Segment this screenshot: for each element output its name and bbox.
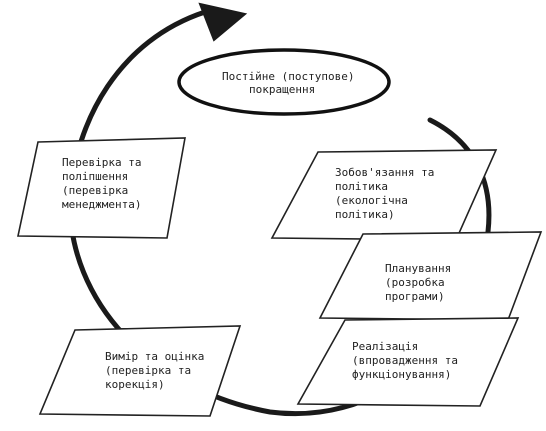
box-check-line1: Перевірка та <box>62 156 142 169</box>
box-commit-line2: політика <box>335 180 388 193</box>
box-check-line2: поліпшення <box>62 170 129 183</box>
box-implement-line2: (впровадження та <box>352 354 458 367</box>
box-commit-line4: політика) <box>335 208 395 221</box>
box-implement-line1: Реалізація <box>352 340 419 353</box>
box-implement-line3: функціонування) <box>352 368 452 381</box>
box-plan-line2: (розробка <box>385 276 445 289</box>
box-measure-line2: (перевірка та <box>105 364 192 377</box>
box-plan-line1: Планування <box>385 262 452 275</box>
box-implement-shape <box>296 317 520 407</box>
cycle-path <box>67 9 492 417</box>
box-plan-line3: програми) <box>385 290 445 303</box>
center-ellipse <box>177 48 391 116</box>
box-commit-line3: (екологічна <box>335 194 408 207</box>
center-line2: покращення <box>249 83 316 96</box>
box-commit-line1: Зобов'язання та <box>335 166 435 179</box>
box-measure-line3: корекція) <box>105 378 165 391</box>
box-check-line4: менеджмента) <box>62 198 142 211</box>
box-measure-shape <box>38 325 242 417</box>
box-measure-line1: Вимір та оцінка <box>105 350 205 363</box>
box-check-shape <box>17 137 186 239</box>
box-check-line3: (перевірка <box>62 184 129 197</box>
center-line1: Постійне (поступове) <box>222 70 355 83</box>
arrowhead-icon <box>198 2 248 42</box>
